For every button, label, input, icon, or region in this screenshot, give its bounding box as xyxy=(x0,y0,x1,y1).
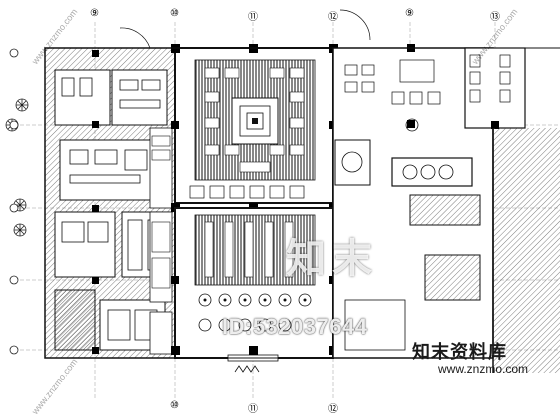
watermark-url: www.znzmo.com xyxy=(438,362,529,376)
grid-marker: ⑪ xyxy=(248,404,258,415)
grid-marker: ⑬ xyxy=(490,12,500,23)
left-grid-markers xyxy=(9,48,19,355)
grid-marker: ⑨ xyxy=(405,8,414,19)
watermark-logo: 知末 xyxy=(286,237,378,281)
right-exterior-zone xyxy=(492,128,560,373)
corridor xyxy=(149,127,173,355)
landscape-trees xyxy=(5,98,29,237)
grid-marker: ⑫ xyxy=(328,12,338,23)
watermark-brand: 知末资料库 xyxy=(412,342,507,362)
central-upper-hall xyxy=(171,44,338,212)
restrooms xyxy=(464,47,526,129)
watermark-id: ID:532037644 xyxy=(222,314,368,339)
grid-marker: ⑩ xyxy=(170,400,179,411)
grid-marker: ⑪ xyxy=(248,12,258,23)
grid-marker: ⑨ xyxy=(90,8,99,19)
grid-marker: ⑩ xyxy=(170,8,179,19)
grid-marker: ⑫ xyxy=(328,404,338,415)
central-lower-hall xyxy=(171,207,338,373)
